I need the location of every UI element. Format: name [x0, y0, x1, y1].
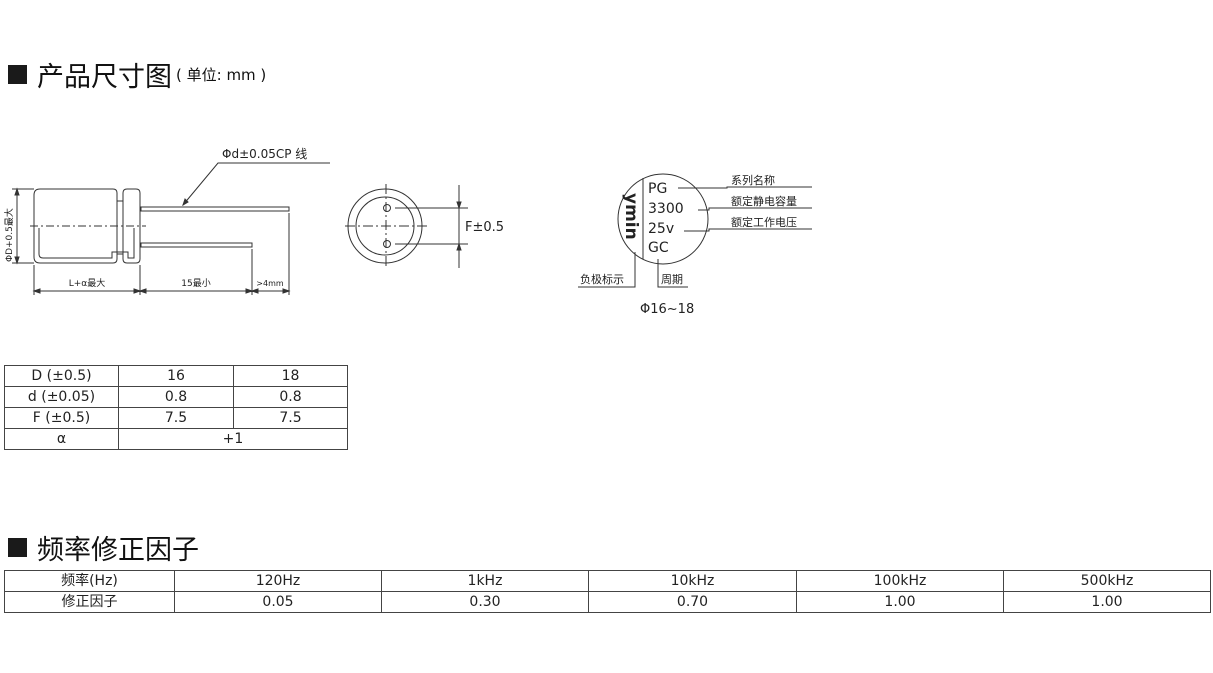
table-row: D (±0.5) 16 18	[4, 365, 348, 387]
capacitor-side-view: Φd±0.05CP 线 ΦD+0.5最大 L+α最大 15最小 >4mm	[3, 147, 330, 295]
table-cell: α	[4, 428, 119, 450]
marking-line: 25v	[648, 221, 674, 237]
table-cell: 0.70	[588, 591, 797, 613]
section-title: 频率修正因子	[37, 535, 199, 566]
table-cell: 120Hz	[174, 570, 382, 592]
table-row: F (±0.5) 7.5 7.5	[4, 407, 348, 429]
section-title: 产品尺寸图	[37, 62, 172, 93]
table-cell: 修正因子	[4, 591, 175, 613]
table-header-row: 频率(Hz) 120Hz 1kHz 10kHz 100kHz 500kHz	[4, 570, 1211, 592]
table-cell: 7.5	[118, 407, 234, 429]
section-heading-frequency: 频率修正因子	[8, 528, 199, 567]
table-cell: 0.30	[381, 591, 589, 613]
lead-wire-label: Φd±0.05CP 线	[222, 147, 307, 161]
dimension-drawings: Φd±0.05CP 线 ΦD+0.5最大 L+α最大 15最小 >4mm F±0…	[3, 147, 812, 317]
table-cell: 10kHz	[588, 570, 797, 592]
marking-line: PG	[648, 181, 667, 197]
callout-voltage: 额定工作电压	[731, 215, 797, 229]
bullet-square-icon	[8, 65, 27, 84]
callout-series: 系列名称	[731, 173, 775, 187]
table-row: d (±0.05) 0.8 0.8	[4, 386, 348, 408]
table-cell: 0.05	[174, 591, 382, 613]
length-label: L+α最大	[69, 277, 106, 289]
table-cell: 7.5	[233, 407, 348, 429]
table-cell: 100kHz	[796, 570, 1004, 592]
polarity-label: 负极标示	[580, 272, 624, 286]
table-cell: 1.00	[796, 591, 1004, 613]
table-cell: 0.8	[233, 386, 348, 408]
pitch-label: F±0.5	[465, 220, 504, 235]
marking-line: GC	[648, 240, 669, 256]
table-cell: 1.00	[1003, 591, 1211, 613]
table-cell: 频率(Hz)	[4, 570, 175, 592]
period-label: 周期	[661, 273, 683, 286]
diameter-label: ΦD+0.5最大	[3, 208, 15, 262]
dimension-table: D (±0.5) 16 18 d (±0.05) 0.8 0.8 F (±0.5…	[4, 365, 348, 450]
section-heading-dimensions: 产品尺寸图 ( 单位: mm )	[8, 55, 266, 94]
table-cell: F (±0.5)	[4, 407, 119, 429]
marking-diagram: ymin PG 3300 25v GC 系列名称 额定静电容量 额定工作电压 负…	[578, 173, 812, 317]
size-label: Φ16~18	[640, 302, 694, 317]
table-cell: 500kHz	[1003, 570, 1211, 592]
brand-logo: ymin	[621, 193, 641, 240]
table-cell: 16	[118, 365, 234, 387]
table-row: α +1	[4, 428, 348, 450]
gap-label: >4mm	[256, 279, 284, 288]
table-cell: 0.8	[118, 386, 234, 408]
table-row: 修正因子 0.05 0.30 0.70 1.00 1.00	[4, 591, 1211, 613]
marking-line: 3300	[648, 201, 684, 217]
table-cell: D (±0.5)	[4, 365, 119, 387]
frequency-table: 频率(Hz) 120Hz 1kHz 10kHz 100kHz 500kHz 修正…	[4, 570, 1211, 613]
unit-label: ( 单位: mm )	[176, 66, 267, 84]
table-cell: +1	[118, 428, 348, 450]
lead-min-label: 15最小	[181, 278, 210, 289]
table-cell: d (±0.05)	[4, 386, 119, 408]
table-cell: 18	[233, 365, 348, 387]
capacitor-end-view: F±0.5	[345, 184, 504, 268]
bullet-square-icon	[8, 538, 27, 557]
table-cell: 1kHz	[381, 570, 589, 592]
callout-capacitance: 额定静电容量	[731, 194, 797, 208]
